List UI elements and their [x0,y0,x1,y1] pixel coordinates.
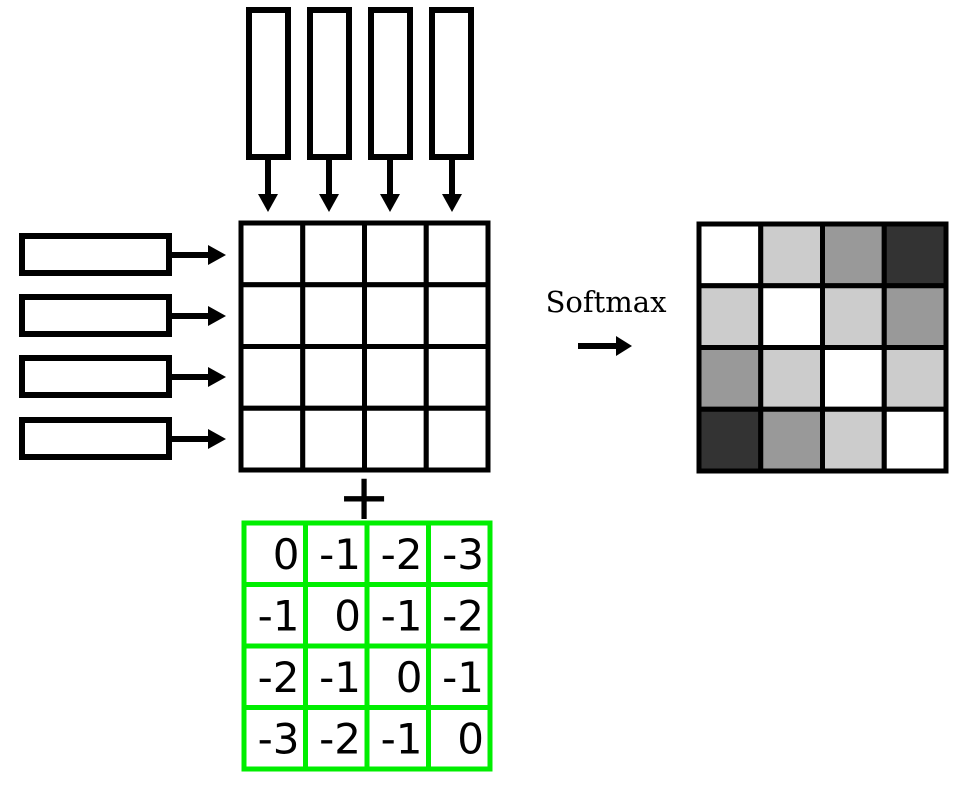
key-vector-1 [246,7,291,160]
attention-weights-grid [696,221,949,474]
query-arrowhead-4 [208,429,226,449]
score-cell-3-2 [300,344,367,411]
key-arrowhead-3 [380,194,400,212]
bias-value: -1 [319,530,361,579]
bias-cell-4-4 [426,705,493,772]
bias-value: -2 [381,530,423,579]
bias-cell-2-3 [364,582,431,649]
attention-score-grid [238,220,491,473]
score-cell-4-1 [238,405,306,473]
bias-value: 0 [457,715,484,764]
query-arrowhead-1 [208,245,226,265]
score-cell-2-3 [362,282,429,349]
query-arrowheads [208,245,226,449]
query-arrowhead-2 [208,306,226,326]
key-arrowhead-1 [258,194,278,212]
score-cell-4-2 [300,405,367,473]
query-vector-2 [19,294,172,337]
bias-cell-1-2 [303,520,370,587]
softmax-arrow [578,336,632,356]
bias-cell-4-3 [364,705,431,772]
score-cell-2-4 [423,282,491,349]
weight-cell-3-3 [820,345,887,412]
weight-cell-1-4 [881,221,949,289]
bias-cell-4-2 [303,705,370,772]
weight-cell-4-4 [881,406,949,474]
bias-value: 0 [334,592,361,641]
bias-value: -2 [258,653,300,702]
query-vectors [19,233,172,460]
query-vector-4 [19,417,172,460]
score-cell-1-1 [238,220,306,288]
bias-value: -1 [381,592,423,641]
bias-cell-3-3 [364,643,431,710]
bias-value: -1 [381,715,423,764]
bias-value: 0 [273,530,300,579]
weight-cell-4-1 [696,406,764,474]
key-vector-4 [429,7,474,160]
weight-cell-2-4 [881,283,949,350]
query-arrowhead-3 [208,367,226,387]
weight-cell-1-1 [696,221,764,289]
bias-cell-3-1 [241,643,308,710]
weight-cell-4-3 [820,406,887,474]
key-arrows [265,157,455,196]
bias-value: -3 [258,715,300,764]
score-cell-2-1 [238,282,306,349]
bias-value: -1 [258,592,300,641]
weight-cell-2-3 [820,283,887,350]
linear-bias-matrix: 0 -1 -2 -3 -1 0 -1 -2 -2 -1 0 -1 -3 -2 -1 0 [241,520,493,772]
key-vector-2 [307,7,352,160]
query-vector-3 [19,355,172,398]
weight-cell-4-2 [758,406,825,474]
score-cell-2-2 [300,282,367,349]
weight-cell-1-2 [758,221,825,289]
weight-cell-1-3 [820,221,887,289]
score-cell-3-1 [238,344,306,411]
query-arrows [169,252,210,442]
bias-cell-3-2 [303,643,370,710]
bias-value: -2 [319,715,361,764]
key-arrowhead-4 [442,194,462,212]
bias-value: -3 [442,530,484,579]
bias-value: 0 [396,653,423,702]
key-arrowhead-2 [319,194,339,212]
score-cell-3-3 [362,344,429,411]
bias-value: -1 [319,653,361,702]
weight-cell-2-2 [758,283,825,350]
weight-cell-3-2 [758,345,825,412]
query-vector-1 [19,233,172,276]
score-cell-3-4 [423,344,491,411]
weight-cell-3-1 [696,345,764,412]
key-vectors [246,7,474,160]
bias-value: -2 [442,592,484,641]
weight-cell-2-1 [696,283,764,350]
weight-cell-3-4 [881,345,949,412]
key-vector-3 [368,7,413,160]
bias-cell-2-4 [426,582,493,649]
bias-value: -1 [442,653,484,702]
score-cell-1-4 [423,220,491,288]
key-arrowheads [258,194,462,212]
bias-cell-4-1 [241,705,308,772]
score-cell-1-2 [300,220,367,288]
softmax-label: Softmax [546,285,667,319]
score-cell-4-3 [362,405,429,473]
score-cell-1-3 [362,220,429,288]
score-cell-4-4 [423,405,491,473]
